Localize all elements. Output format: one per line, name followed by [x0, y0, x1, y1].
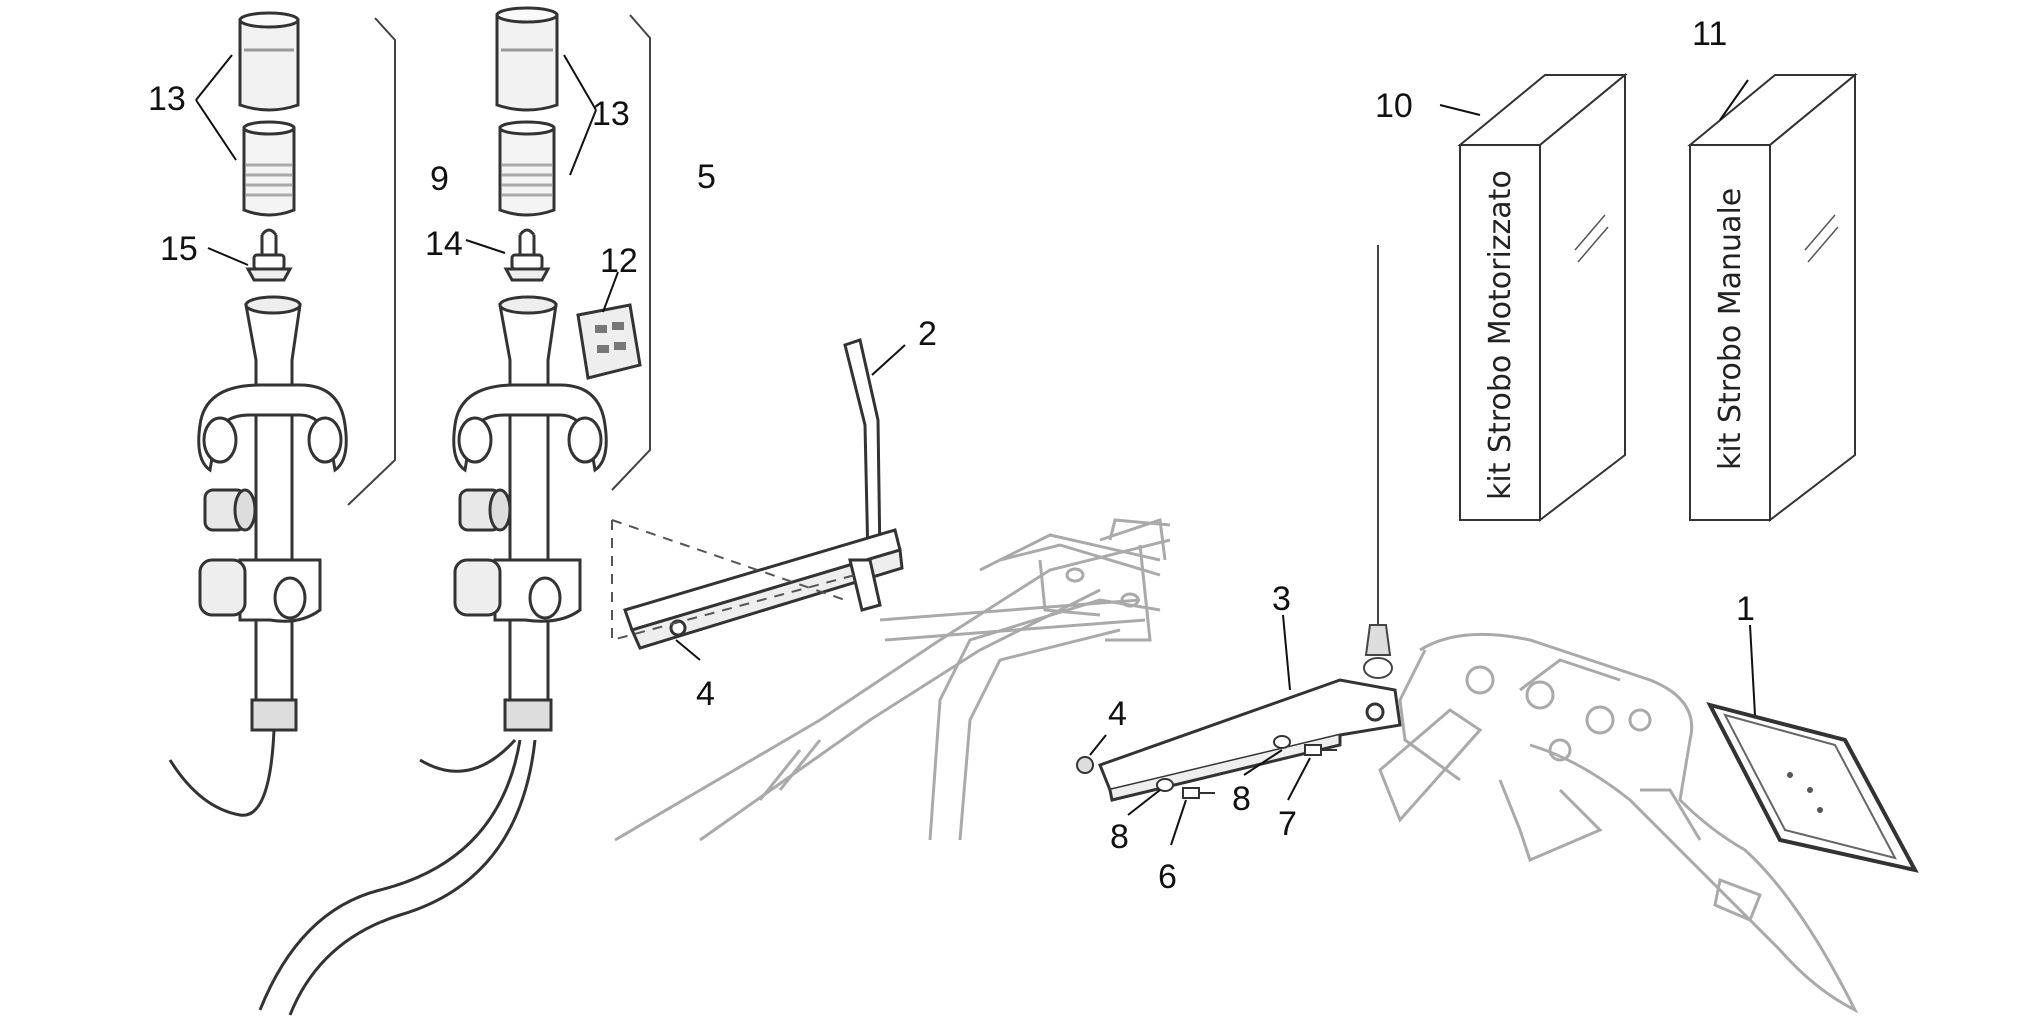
strobe-assembly-middle: [258, 6, 642, 1016]
callout-labels: 13 13 9 5 15 14 12 2 4 3 4 8 6 8 7 10 11…: [148, 15, 1755, 896]
lamp-housing-middle: [498, 120, 556, 217]
antenna: [1363, 245, 1393, 679]
cable-middle: [258, 739, 522, 1011]
kit-box-manual: kit Strobo Manuale: [1687, 72, 1858, 523]
callout-6: 6: [1158, 858, 1177, 896]
leader-lines: [195, 54, 1756, 846]
control-module: [576, 303, 642, 380]
kit-box-manual-label: kit Strobo Manuale: [1713, 188, 1748, 470]
lower-clamp-left: [198, 558, 322, 623]
callout-13-middle: 13: [592, 95, 630, 133]
washer-8-a: [1156, 778, 1174, 792]
callout-1: 1: [1736, 590, 1755, 628]
washer-8-b: [1273, 735, 1291, 749]
group-bracket-9: [347, 17, 396, 506]
kit-box-motorized: kit Strobo Motorizzato: [1457, 72, 1628, 523]
callout-14: 14: [425, 225, 463, 263]
cable-middle-2: [288, 739, 537, 1016]
bolt-6: [1182, 787, 1215, 799]
callout-11: 11: [1692, 15, 1727, 53]
callout-2: 2: [918, 315, 937, 353]
knob-left: [203, 488, 257, 532]
clamp-bracket-middle: [452, 383, 608, 473]
lens-cap-left: [238, 11, 300, 112]
kit-box-motorized-label: kit Strobo Motorizzato: [1483, 170, 1518, 500]
callout-9: 9: [430, 160, 449, 198]
lamp-housing-left: [242, 120, 296, 217]
license-plate-holder: [1378, 632, 1859, 1014]
callout-8-left: 8: [1110, 818, 1129, 856]
callout-4-right: 4: [1108, 695, 1127, 733]
callout-3: 3: [1272, 580, 1291, 618]
spacer-4-right: [1076, 756, 1094, 774]
strobe-assembly-left: [168, 11, 348, 817]
knob-middle: [458, 488, 512, 532]
dashed-guide-2: [611, 519, 856, 642]
rear-frame: [614, 517, 1171, 842]
bolt-7: [1304, 744, 1337, 756]
clamp-bracket-left: [197, 383, 348, 473]
mounting-bracket-2: [623, 338, 904, 650]
bulb-socket-middle: [503, 228, 551, 282]
callout-12: 12: [600, 242, 638, 280]
callout-13-left: 13: [148, 80, 186, 118]
cable-left: [168, 729, 276, 817]
callout-7: 7: [1278, 805, 1297, 843]
callout-5: 5: [697, 158, 716, 196]
bulb-socket-left: [245, 228, 293, 282]
lens-cap-middle: [495, 6, 559, 112]
group-bracket-5: [611, 14, 651, 491]
lower-clamp-middle: [453, 558, 582, 623]
callout-15: 15: [160, 230, 198, 268]
callout-10: 10: [1375, 87, 1413, 125]
callout-4-left: 4: [696, 675, 715, 713]
cable-middle-3: [419, 738, 517, 773]
license-plate: [1706, 701, 1919, 873]
callout-8-right: 8: [1232, 780, 1251, 818]
